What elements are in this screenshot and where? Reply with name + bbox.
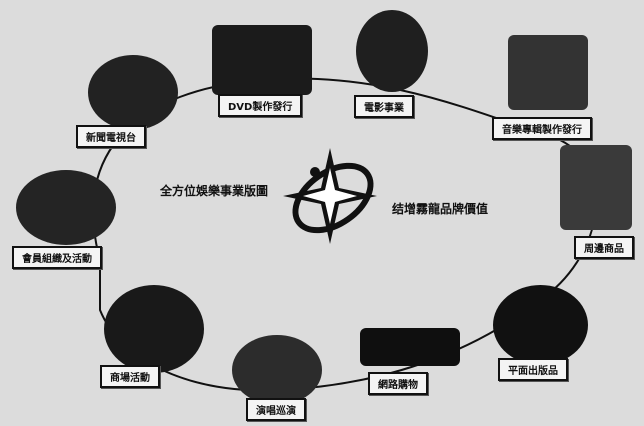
node-label-merch: 周邊商品 <box>574 236 634 259</box>
node-label-members: 會員組織及活動 <box>12 246 102 269</box>
music-album-photo <box>508 35 588 110</box>
star-logo-icon <box>283 148 377 244</box>
tour-photo <box>232 335 322 405</box>
node-label-tour: 演唱巡演 <box>246 398 306 421</box>
center-right-text: 结增霧龍品牌價值 <box>392 202 489 216</box>
node-label-tv: 新聞電視台 <box>76 125 146 148</box>
node-label-film: 電影事業 <box>354 95 414 118</box>
market-photo <box>104 285 204 373</box>
tv-station-photo <box>88 55 178 130</box>
merchandise-photo <box>560 145 632 230</box>
node-label-music: 音樂專輯製作發行 <box>492 117 592 140</box>
print-publication-photo <box>493 285 588 365</box>
members-photo <box>16 170 116 245</box>
center-left-text: 全方位娛樂事業版圖 <box>160 184 269 198</box>
film-photo <box>356 10 428 92</box>
ticket-photo <box>360 328 460 366</box>
dvd-photo <box>212 25 312 95</box>
node-label-dvd: DVD製作發行 <box>218 94 303 117</box>
node-label-market: 商場活動 <box>100 365 160 388</box>
node-label-ticket: 網路購物 <box>368 372 428 395</box>
node-label-print: 平面出版品 <box>498 358 568 381</box>
